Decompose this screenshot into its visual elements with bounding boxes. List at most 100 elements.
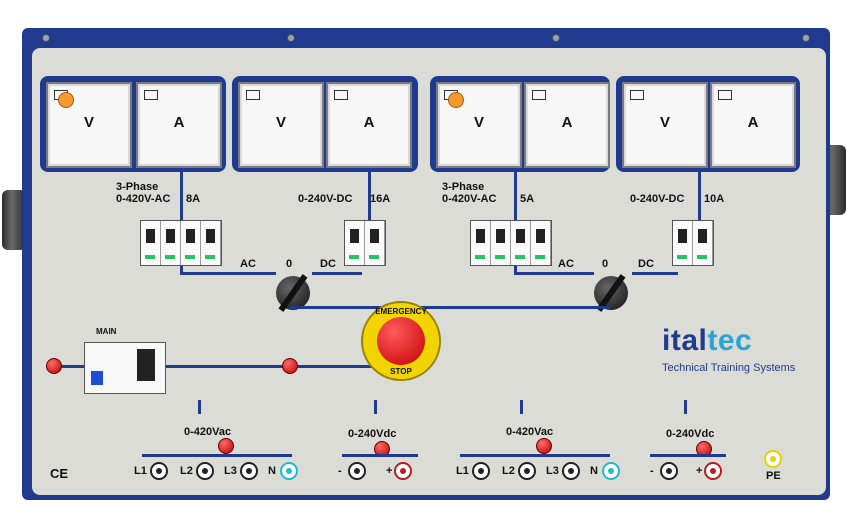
right-dc-breaker[interactable] [672, 220, 714, 266]
meter-mark [334, 90, 348, 100]
right-dc-current-label: 10A [704, 193, 725, 205]
bus-line [180, 172, 183, 224]
right-dc-ammeter: A [710, 82, 796, 168]
terminal-label-plus: + [696, 465, 703, 477]
terminal-label-pe: PE [766, 470, 781, 482]
left-dc-spec-label: 0-240V-DC [298, 193, 353, 205]
bus-line [368, 172, 371, 224]
left-selector-zero-label: 0 [286, 258, 293, 270]
terminal-label-l3: L3 [224, 465, 237, 477]
logo-tec: tec [707, 324, 753, 357]
meter-unit: A [363, 114, 375, 131]
right-ac-output-lamp [536, 438, 552, 454]
bus-line [52, 365, 372, 368]
right-selector-zero-label: 0 [602, 258, 609, 270]
left-dc-ammeter: A [326, 82, 412, 168]
bus-line [180, 272, 276, 275]
terminal-label-l1: L1 [134, 465, 147, 477]
left-dc-breaker[interactable] [344, 220, 386, 266]
terminal-dc-minus[interactable] [660, 462, 678, 480]
terminal-l2[interactable] [196, 462, 214, 480]
breaker-pole [181, 221, 201, 265]
bus-line [514, 172, 517, 224]
right-dc-voltmeter: V [622, 82, 708, 168]
screw [802, 34, 810, 42]
terminal-label-plus: + [386, 465, 393, 477]
left-dc-voltmeter: V [238, 82, 324, 168]
meter-mark [246, 90, 260, 100]
emergency-stop-cap [377, 317, 425, 365]
terminal-n[interactable] [602, 462, 620, 480]
right-ac-ammeter: A [524, 82, 610, 168]
meter-unit: A [173, 114, 185, 131]
breaker-pole [141, 221, 161, 265]
right-ac-output-label: 0-420Vac [506, 426, 554, 438]
right-ac-breaker[interactable] [470, 220, 552, 266]
left-selector-dc-label: DC [320, 258, 336, 270]
left-ac-ammeter: A [136, 82, 222, 168]
terminal-l2[interactable] [518, 462, 536, 480]
terminal-l3[interactable] [240, 462, 258, 480]
ce-mark: CE [50, 466, 69, 481]
terminal-l1[interactable] [150, 462, 168, 480]
left-dc-current-label: 16A [370, 193, 391, 205]
main-switch[interactable] [84, 342, 166, 394]
terminal-label-minus: - [650, 465, 654, 477]
right-dc-output-label: 0-240Vdc [666, 428, 715, 440]
terminal-dc-minus[interactable] [348, 462, 366, 480]
bus-line [460, 454, 610, 457]
terminal-l3[interactable] [562, 462, 580, 480]
right-dc-spec-label: 0-240V-DC [630, 193, 685, 205]
emergency-stop-button[interactable]: EMERGENCY STOP [361, 301, 441, 381]
right-selector-dc-label: DC [638, 258, 654, 270]
bus-line [290, 306, 610, 309]
bus-line [650, 454, 726, 457]
screw [552, 34, 560, 42]
meter-mark [532, 90, 546, 100]
right-selector-ac-label: AC [558, 258, 574, 270]
breaker-pole [673, 221, 693, 265]
meter-unit: V [275, 114, 286, 131]
terminal-label-n: N [268, 465, 276, 477]
power-indicator-center [282, 358, 298, 374]
meter-mark [718, 90, 732, 100]
terminal-label-l1: L1 [456, 465, 469, 477]
left-ac-current-label: 8A [186, 193, 201, 205]
front-panel: V A V A V A V A 3-Phase 0-420V-AC 8A 0-2… [30, 34, 828, 497]
italtec-logo: italtec [662, 324, 752, 358]
breaker-pole [693, 221, 713, 265]
meter-unit: V [83, 114, 94, 131]
right-ac-indicator-lamp [448, 92, 464, 108]
right-mode-selector-knob[interactable] [594, 276, 628, 310]
terminal-label-l3: L3 [546, 465, 559, 477]
left-mode-selector-knob[interactable] [276, 276, 310, 310]
left-dc-output-label: 0-240Vdc [348, 428, 397, 440]
screw [287, 34, 295, 42]
bus-line [342, 454, 418, 457]
bus-line [180, 266, 183, 274]
emergency-label-bottom: STOP [390, 367, 412, 376]
left-ac-breaker[interactable] [140, 220, 222, 266]
breaker-pole [531, 221, 551, 265]
bus-line [374, 400, 377, 414]
screw [42, 34, 50, 42]
emergency-label-top: EMERGENCY [375, 307, 427, 316]
terminal-label-n: N [590, 465, 598, 477]
terminal-n[interactable] [280, 462, 298, 480]
breaker-pole [201, 221, 221, 265]
terminal-pe[interactable] [764, 450, 782, 468]
breaker-pole [161, 221, 181, 265]
left-ac-output-lamp [218, 438, 234, 454]
breaker-pole [511, 221, 531, 265]
breaker-pole [365, 221, 385, 265]
terminal-dc-plus[interactable] [394, 462, 412, 480]
terminal-dc-plus[interactable] [704, 462, 722, 480]
terminal-l1[interactable] [472, 462, 490, 480]
left-ac-indicator-lamp [58, 92, 74, 108]
right-ac-current-label: 5A [520, 193, 535, 205]
meter-unit: V [659, 114, 670, 131]
left-selector-ac-label: AC [240, 258, 256, 270]
bus-line [632, 272, 678, 275]
bus-line [514, 272, 594, 275]
power-indicator-left [46, 358, 62, 374]
